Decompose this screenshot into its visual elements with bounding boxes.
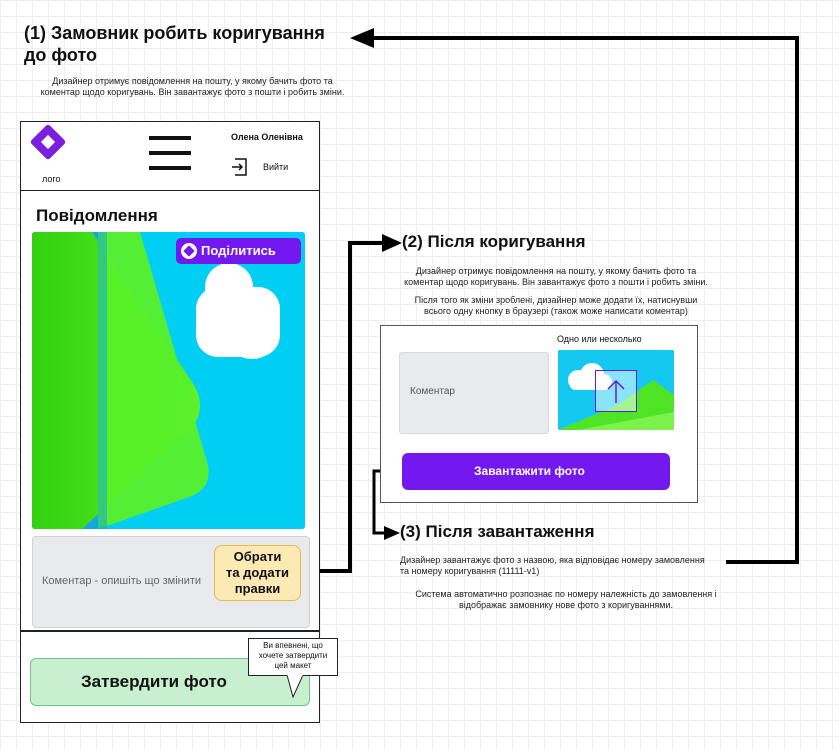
upload-arrow-icon xyxy=(607,379,625,403)
step1-description: Дизайнер отримує повідомлення на пошту, … xyxy=(20,76,365,98)
arrowhead-step2 xyxy=(382,234,402,252)
logout-icon xyxy=(232,158,247,176)
upload-photo-drop[interactable] xyxy=(558,350,674,430)
step3-desc1-line2: та номеру коригування (11111-v1) xyxy=(400,566,540,576)
arrow-step3-to-step1 xyxy=(372,36,799,564)
logo-icon xyxy=(29,123,67,161)
section-divider xyxy=(21,630,319,632)
step2-description: Дизайнер отримує повідомлення на пошту, … xyxy=(376,266,736,317)
user-name: Олена Оленівна xyxy=(231,132,303,142)
card-comment-input[interactable]: Коментар xyxy=(399,352,549,434)
step2-desc1-line1: Дизайнер отримує повідомлення на пошту, … xyxy=(415,266,697,276)
step1-title-line1: (1) Замовник робить коригування xyxy=(24,23,325,43)
share-icon xyxy=(181,243,197,259)
photo-illustration xyxy=(32,232,305,529)
hamburger-menu-icon[interactable] xyxy=(149,136,191,178)
choose-btn-line1: Обрати xyxy=(233,549,282,564)
choose-btn-line2: та додати xyxy=(225,565,290,580)
step2-title: (2) Після коригування xyxy=(402,232,586,251)
one-or-more-label: Одно или несколько xyxy=(557,334,642,344)
step3-desc2-line2: відображає замовнику нове фото з коригув… xyxy=(458,600,674,610)
step3-description: Дизайнер завантажує фото з назвою, яка в… xyxy=(400,555,730,577)
tooltip-line3: цей макет xyxy=(274,661,312,670)
choose-btn-line3: правки xyxy=(234,581,281,596)
choose-corrections-button[interactable]: Обрати та додати правки xyxy=(214,545,301,601)
approve-label: Затвердити фото xyxy=(81,672,227,691)
step1-title: (1) Замовник робить коригування до фото xyxy=(24,22,325,66)
arrowhead-step3 xyxy=(384,526,400,540)
step1-title-line2: до фото xyxy=(24,45,98,65)
step2-desc2-line2: всього одну кнопку в браузері (також мож… xyxy=(424,306,688,316)
upload-icon[interactable] xyxy=(595,370,637,412)
arrowhead-step1 xyxy=(350,28,374,48)
logout-button[interactable]: Вийти xyxy=(231,156,301,180)
phone-mockup: лого Олена Оленівна Вийти Повідомлення xyxy=(20,121,338,723)
step3-title: (3) Після завантаження xyxy=(400,522,595,541)
step3-description-2: Система автоматично розпознає по номеру … xyxy=(396,589,736,611)
upload-card: Одно или несколько Коментар Завантажити … xyxy=(380,325,698,503)
step2-desc2-line1: Після того як зміни зроблені, дизайнер м… xyxy=(414,295,698,305)
card-comment-label: Коментар xyxy=(410,386,455,397)
share-button[interactable]: Поділитись xyxy=(176,238,301,264)
comment-placeholder: Коментар - опишіть що змінити xyxy=(42,575,202,587)
upload-photo-button[interactable]: Завантажити фото xyxy=(402,453,670,490)
step3-desc2-line1: Система автоматично розпознає по номеру … xyxy=(415,589,717,599)
correction-photo[interactable] xyxy=(32,232,305,529)
tooltip-tail xyxy=(286,675,304,699)
step1-desc-line1: Дизайнер отримує повідомлення на пошту, … xyxy=(52,76,333,86)
step3-desc1-line1: Дизайнер завантажує фото з назвою, яка в… xyxy=(400,555,705,565)
logout-label: Вийти xyxy=(263,162,289,172)
comment-input[interactable]: Коментар - опишіть що змінити Обрати та … xyxy=(32,536,310,628)
share-label: Поділитись xyxy=(201,243,276,258)
upload-label: Завантажити фото xyxy=(474,464,585,478)
tooltip-line2: хочете затвердити xyxy=(258,651,328,660)
logo-label: лого xyxy=(42,174,61,184)
tooltip-line1: Ви впевнені, що xyxy=(263,641,323,650)
phone-header: лого Олена Оленівна Вийти xyxy=(21,122,319,191)
confirm-tooltip: Ви впевнені, що хочете затвердити цей ма… xyxy=(248,638,338,676)
step2-desc1-line2: коментар щодо коригувань. Він завантажує… xyxy=(404,277,708,287)
step1-desc-line2: коментар щодо коригувань. Він завантажує… xyxy=(40,87,345,97)
messages-title: Повідомлення xyxy=(36,206,158,225)
arrow-phone-to-step2 xyxy=(305,241,384,573)
